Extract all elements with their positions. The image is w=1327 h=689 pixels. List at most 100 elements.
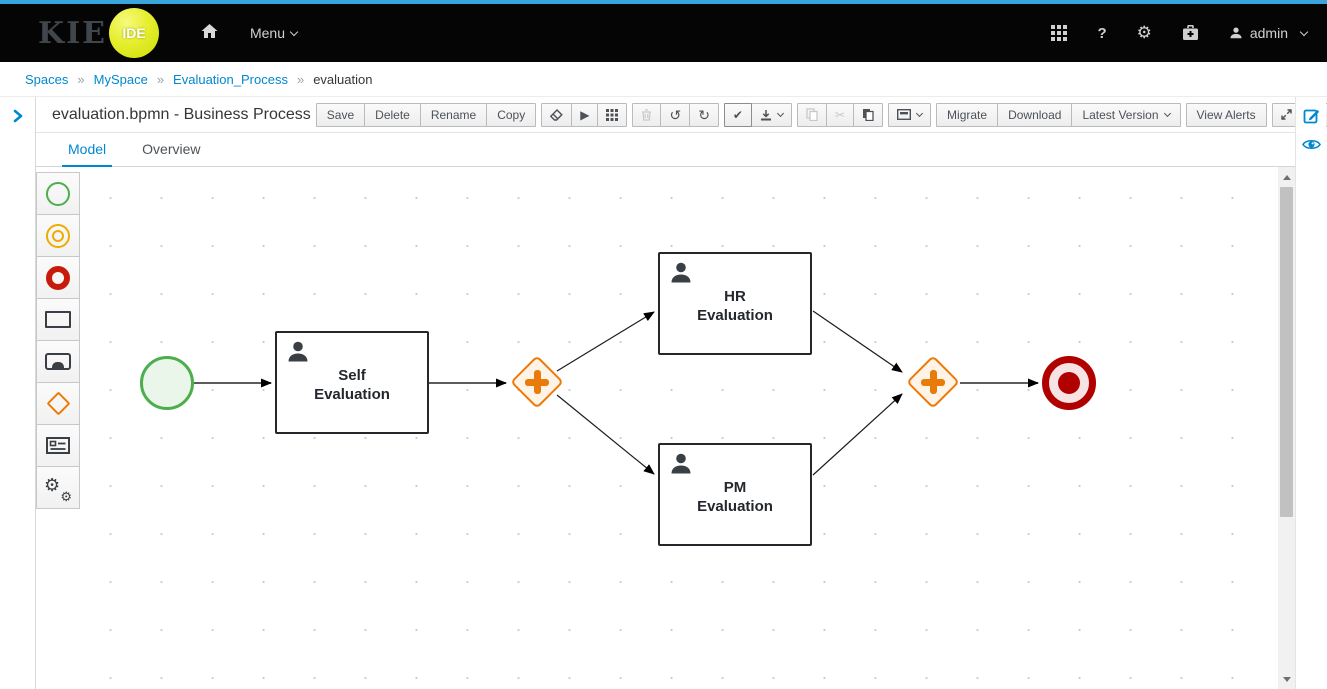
editor-tabs: Model Overview xyxy=(36,133,1295,167)
canvas-scrollbar[interactable] xyxy=(1278,167,1295,689)
task-hr-evaluation[interactable]: HR Evaluation xyxy=(658,252,812,355)
download-button[interactable]: Download xyxy=(997,102,1073,127)
latest-version-label: Latest Version xyxy=(1082,107,1159,122)
chevron-down-icon xyxy=(916,109,924,118)
masthead-accent-stripe xyxy=(0,0,1327,4)
flow-pm-to-gateway2[interactable] xyxy=(812,393,903,476)
home-button[interactable] xyxy=(201,23,218,44)
form-list-icon xyxy=(46,437,70,454)
tab-model[interactable]: Model xyxy=(50,135,124,167)
flow-gateway1-to-hr[interactable] xyxy=(556,311,655,372)
parallel-gateway-split[interactable] xyxy=(510,355,564,409)
app-logo[interactable]: KIE IDE xyxy=(38,8,159,58)
task-pm-evaluation[interactable]: PM Evaluation xyxy=(658,443,812,546)
migrate-button[interactable]: Migrate xyxy=(936,102,999,127)
breadcrumb-myspace[interactable]: MySpace xyxy=(93,71,148,87)
subprocess-icon xyxy=(45,353,71,370)
validate-button[interactable]: ✔ xyxy=(723,102,752,127)
copy-button[interactable]: Copy xyxy=(486,102,537,127)
menu-dropdown[interactable]: Menu xyxy=(250,25,299,41)
task-icon xyxy=(45,311,71,328)
task-label-line: Evaluation xyxy=(314,385,390,403)
editor-toolbar: Save Delete Rename Copy ▶ xyxy=(311,102,1327,127)
breadcrumb-project[interactable]: Evaluation_Process xyxy=(173,71,288,87)
breadcrumb: Spaces » MySpace » Evaluation_Process » … xyxy=(0,62,1327,97)
sequence-flows xyxy=(194,310,1039,476)
flow-gateway1-to-pm[interactable] xyxy=(556,394,655,475)
flow-hr-to-gateway2[interactable] xyxy=(812,310,903,373)
view-alerts-button[interactable]: View Alerts xyxy=(1185,102,1267,127)
end-event-icon xyxy=(46,265,70,290)
delete-selection-button[interactable] xyxy=(632,102,662,127)
delete-button[interactable]: Delete xyxy=(364,102,421,127)
task-self-evaluation[interactable]: Self Evaluation xyxy=(275,331,429,434)
scrollbar-thumb[interactable] xyxy=(1280,187,1293,517)
chevron-down-icon xyxy=(1299,27,1309,36)
tab-overview[interactable]: Overview xyxy=(142,141,201,157)
clone-icon xyxy=(806,108,818,121)
settings-gear-icon[interactable]: ⚙ xyxy=(1136,23,1152,42)
user-task-icon xyxy=(288,341,308,362)
clear-eraser-button[interactable] xyxy=(541,102,573,127)
chevron-down-icon xyxy=(289,27,299,36)
palette-intermediate-event-button[interactable] xyxy=(36,214,80,257)
parallel-gateway-join[interactable] xyxy=(906,355,960,409)
palette-end-event-button[interactable] xyxy=(36,256,80,299)
user-task-icon xyxy=(671,262,691,283)
user-label: admin xyxy=(1249,25,1288,41)
left-collapsed-panel xyxy=(0,97,36,689)
save-button[interactable]: Save xyxy=(315,102,366,127)
rename-button[interactable]: Rename xyxy=(419,102,488,127)
help-icon[interactable]: ? xyxy=(1097,24,1107,42)
gateway-icon xyxy=(45,391,71,416)
copy-selection-button[interactable] xyxy=(796,102,827,127)
grid-icon xyxy=(606,108,619,121)
scroll-down-arrow[interactable] xyxy=(1278,671,1295,687)
expand-panel-chevron-icon[interactable] xyxy=(12,109,24,689)
preview-eye-icon[interactable] xyxy=(1301,138,1321,151)
play-icon: ▶ xyxy=(580,107,590,122)
latest-version-dropdown[interactable]: Latest Version xyxy=(1071,102,1181,127)
user-menu[interactable]: admin xyxy=(1229,25,1309,41)
paste-button[interactable] xyxy=(853,102,884,127)
redo-icon: ↻ xyxy=(698,106,710,123)
cut-button[interactable]: ✂ xyxy=(825,102,855,127)
export-button[interactable] xyxy=(750,102,792,127)
logo-kie-text: KIE xyxy=(38,15,107,51)
apps-grid-icon[interactable] xyxy=(1051,25,1068,41)
redo-button[interactable]: ↻ xyxy=(689,102,719,127)
palette-form-button[interactable] xyxy=(36,424,80,467)
gears-icon: ⚙ ⚙ xyxy=(44,474,72,504)
palette-service-tasks-button[interactable]: ⚙ ⚙ xyxy=(36,466,80,509)
palette-gateway-button[interactable] xyxy=(36,382,80,425)
plus-icon xyxy=(525,370,549,394)
chevron-down-icon xyxy=(776,109,785,118)
chevron-down-icon xyxy=(1163,109,1171,118)
right-dock-panel xyxy=(1295,97,1326,689)
breadcrumb-spaces[interactable]: Spaces xyxy=(25,71,69,87)
breadcrumb-current: evaluation xyxy=(313,71,373,87)
end-event-node[interactable] xyxy=(1042,356,1096,410)
start-event-node[interactable] xyxy=(140,356,194,410)
form-icon xyxy=(897,109,912,120)
palette-task-button[interactable] xyxy=(36,298,80,341)
medkit-icon[interactable] xyxy=(1182,25,1199,41)
editor-header: evaluation.bpmn - Business Process Save … xyxy=(36,97,1327,133)
run-process-button[interactable]: ▶ xyxy=(571,102,599,127)
intermediate-event-icon xyxy=(46,223,70,248)
scroll-up-arrow[interactable] xyxy=(1278,169,1295,185)
check-icon: ✔ xyxy=(732,107,743,122)
palette-start-event-button[interactable] xyxy=(36,172,80,215)
edit-properties-icon[interactable] xyxy=(1303,107,1320,124)
bpmn-canvas[interactable]: Self Evaluation HR Evaluation xyxy=(80,167,1278,689)
undo-icon: ↺ xyxy=(669,106,682,123)
home-icon xyxy=(201,23,218,44)
task-label-line: HR xyxy=(724,287,746,305)
grid-button[interactable] xyxy=(597,102,628,127)
form-generation-button[interactable] xyxy=(888,102,932,127)
task-label-line: Self xyxy=(338,366,366,384)
undo-button[interactable]: ↺ xyxy=(660,102,691,127)
task-label-line: Evaluation xyxy=(697,306,773,324)
editor-panel: evaluation.bpmn - Business Process Save … xyxy=(36,97,1327,689)
palette-subprocess-button[interactable] xyxy=(36,340,80,383)
